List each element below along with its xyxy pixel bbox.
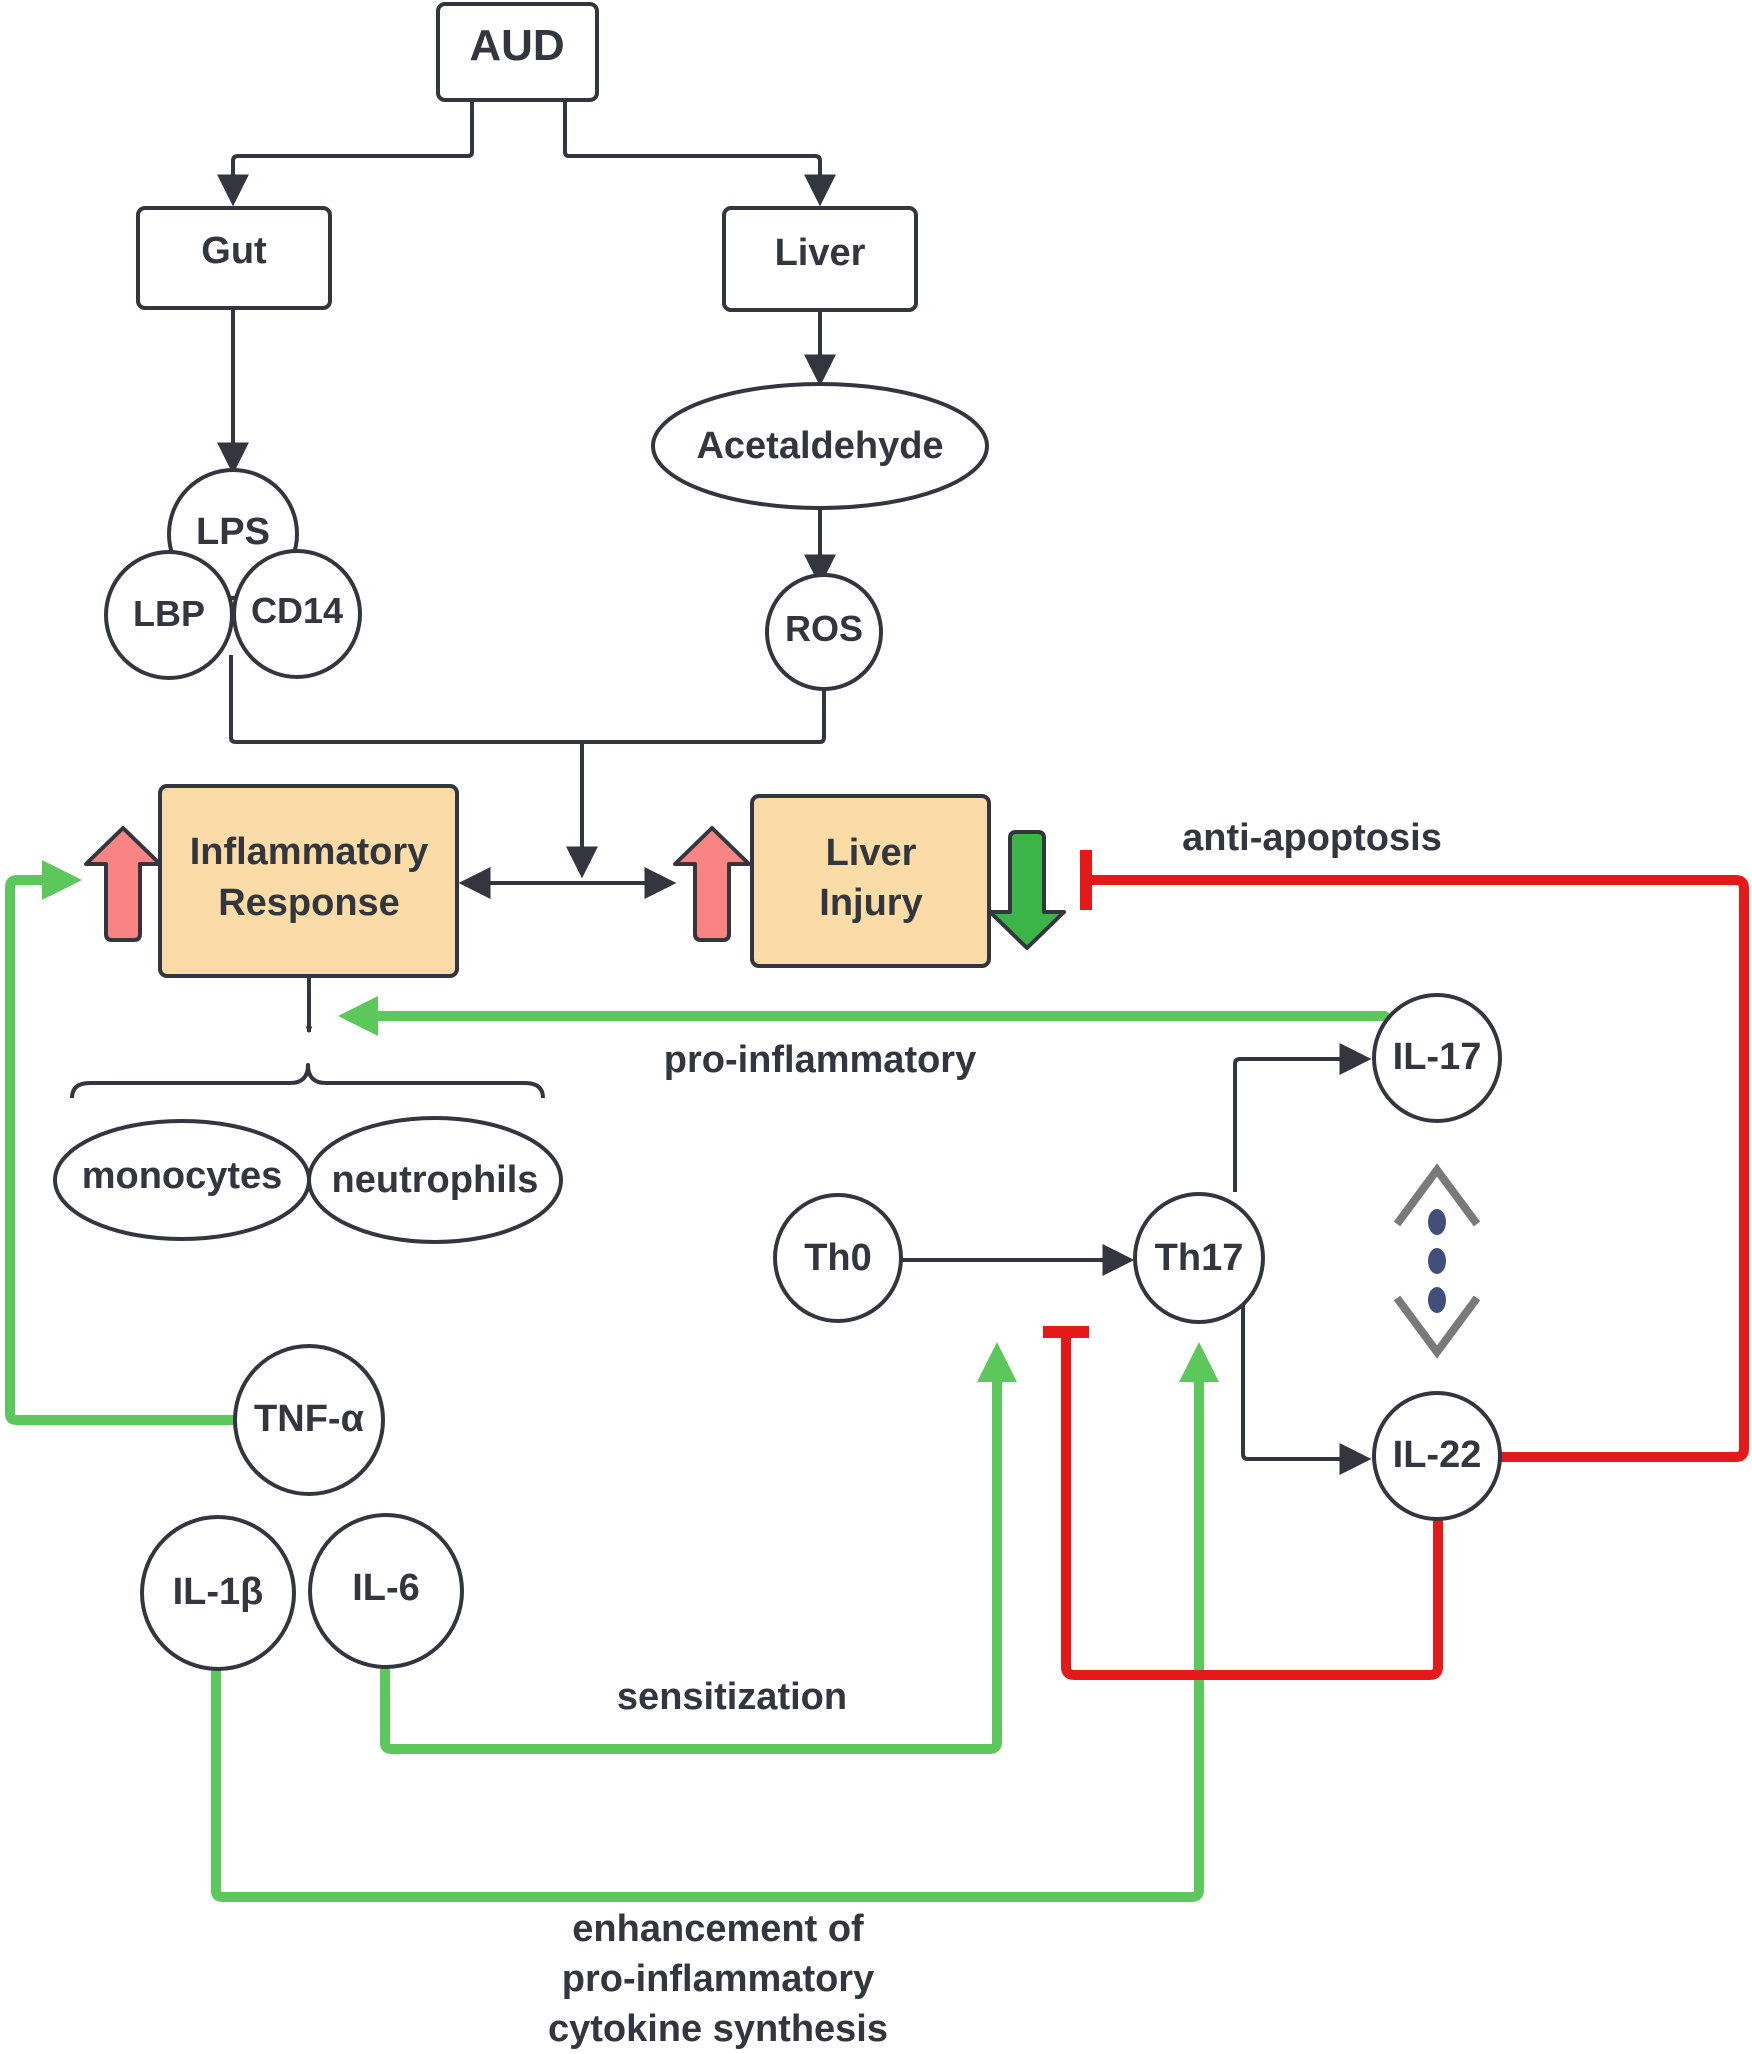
liver-injury-node: Liver Injury <box>750 794 991 968</box>
increase-arrow-inflammation <box>84 826 162 942</box>
inflammatory-response-label-line2: Response <box>218 882 400 924</box>
lps-label: LPS <box>196 511 270 553</box>
aud-label: AUD <box>469 21 564 70</box>
tnfa-label: TNF-α <box>254 1398 364 1440</box>
ros-node: ROS <box>765 573 883 691</box>
liver-injury-label-line2: Injury <box>819 882 922 924</box>
il1b-node: IL-1β <box>140 1515 296 1671</box>
cd14-label: CD14 <box>251 590 343 631</box>
il6-label: IL-6 <box>352 1567 420 1609</box>
cd14-node: CD14 <box>232 549 362 679</box>
monocytes-node: monocytes <box>53 1119 311 1241</box>
pro-inflammatory-label: pro-inflammatory <box>664 1039 976 1081</box>
dark-connectors <box>217 100 1372 1475</box>
chevron-down-icon <box>1393 1295 1481 1359</box>
il17-label: IL-17 <box>1393 1036 1482 1078</box>
sensitization-label: sensitization <box>617 1676 847 1718</box>
ros-label: ROS <box>785 608 863 649</box>
activation-paths <box>5 860 1390 1902</box>
monocytes-label: monocytes <box>82 1155 283 1197</box>
edge-th17-to-il17 <box>1233 1043 1372 1192</box>
more-cytokines-indicator <box>1393 1163 1481 1359</box>
edge-il6-sensitization <box>380 1342 1017 1754</box>
th0-label: Th0 <box>804 1237 872 1279</box>
edge-il22-anti-apoptosis <box>1088 875 1749 1462</box>
aud-node: AUD <box>436 2 599 102</box>
inhibition-paths <box>1043 850 1749 1680</box>
decrease-arrow-liver-injury <box>988 830 1066 950</box>
dot-icon <box>1428 1209 1446 1235</box>
chevron-up-icon <box>1393 1163 1481 1227</box>
il1b-label: IL-1β <box>173 1571 264 1613</box>
cell-types-brace <box>70 1063 545 1099</box>
liver-injury-label-line1: Liver <box>826 832 917 874</box>
edge-il22-inhibits-th17 <box>1061 1332 1443 1680</box>
inflammatory-response-node: Inflammatory Response <box>158 784 459 978</box>
edge-th17-to-il22 <box>1241 1300 1372 1475</box>
neutrophils-label: neutrophils <box>332 1159 539 1201</box>
increase-arrow-liver-injury <box>673 826 751 942</box>
gut-node: Gut <box>136 206 332 310</box>
il6-node: IL-6 <box>308 1513 464 1669</box>
tnfa-node: TNF-α <box>233 1344 385 1496</box>
il22-node: IL-22 <box>1372 1391 1502 1521</box>
gut-label: Gut <box>201 230 267 272</box>
enhancement-label-line1: enhancement of <box>572 1908 864 1950</box>
lbp-label: LBP <box>133 593 205 634</box>
il17-node: IL-17 <box>1372 993 1502 1123</box>
th17-node: Th17 <box>1133 1192 1265 1324</box>
dot-icon <box>1428 1248 1446 1274</box>
anti-apoptosis-label: anti-apoptosis <box>1182 817 1442 859</box>
liver-label: Liver <box>775 232 866 274</box>
enhancement-label-line3: cytokine synthesis <box>548 2008 888 2050</box>
lbp-node: LBP <box>104 550 234 680</box>
edge-aud-to-gut <box>217 100 474 207</box>
edge-lbp-cd14-merge <box>229 655 826 744</box>
th17-label: Th17 <box>1155 1237 1244 1279</box>
th0-node: Th0 <box>773 1193 903 1323</box>
dot-icon <box>1428 1287 1446 1313</box>
acetaldehyde-label: Acetaldehyde <box>696 425 943 467</box>
edge-aud-to-liver <box>563 100 836 207</box>
enhancement-label-line2: pro-inflammatory <box>562 1958 874 2000</box>
neutrophils-node: neutrophils <box>307 1116 563 1244</box>
il22-label: IL-22 <box>1393 1434 1482 1476</box>
acetaldehyde-node: Acetaldehyde <box>651 382 989 510</box>
liver-node: Liver <box>722 206 918 312</box>
edge-tnfa-to-inflammation <box>5 860 242 1425</box>
inflammatory-response-label-line1: Inflammatory <box>190 831 429 873</box>
edge-il1b-enhancement <box>211 1342 1219 1902</box>
